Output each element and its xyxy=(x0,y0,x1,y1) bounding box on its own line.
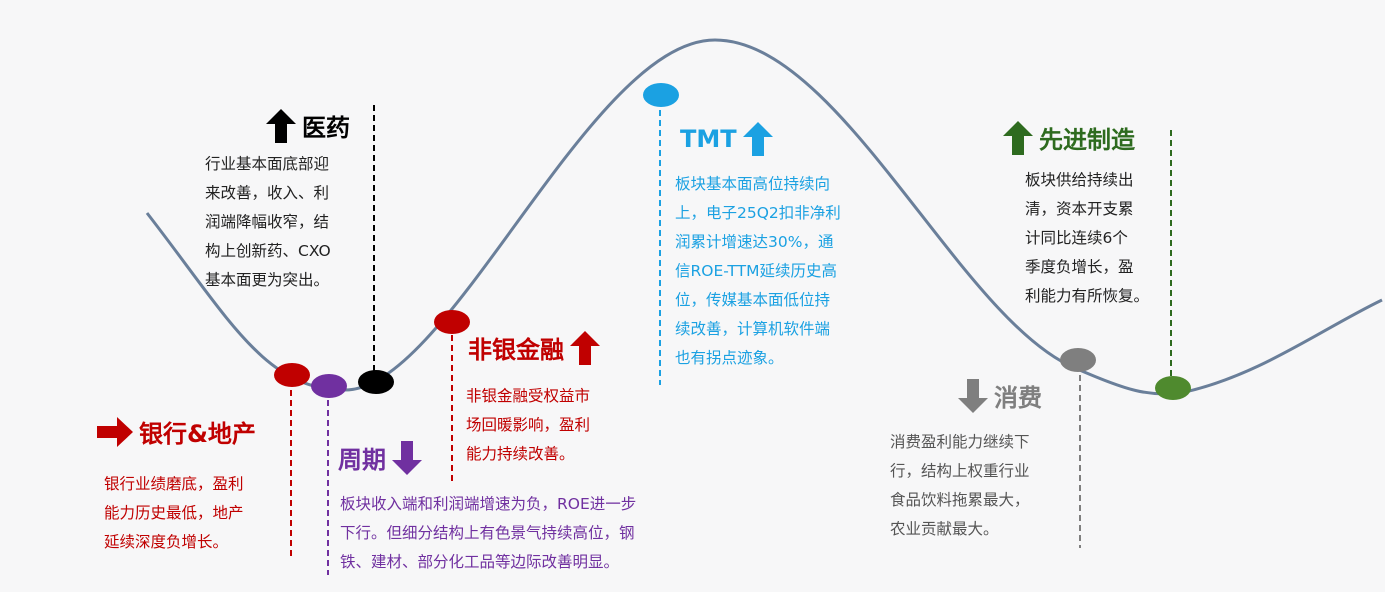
text-line: 银行业绩磨底，盈利 xyxy=(104,475,244,493)
consumer-label: 消费 xyxy=(994,384,1042,412)
cycle-label: 周期 xyxy=(338,446,386,474)
bank-dot xyxy=(274,363,310,387)
arrow-up-icon xyxy=(266,108,296,143)
mfg-title: 先进制造 xyxy=(1003,120,1135,155)
consumer-text: 消费盈利能力继续下 行，结构上权重行业 食品饮料拖累最大， 农业贡献最大。 xyxy=(890,428,1030,544)
bank-text: 银行业绩磨底，盈利 能力历史最低，地产 延续深度负增长。 xyxy=(104,470,244,557)
arrow-down-icon xyxy=(958,378,988,413)
text-line: 场回暖影响，盈利 xyxy=(466,416,591,434)
tmt-text: 板块基本面高位持续向 上，电子25Q2扣非净利 润累计增速达30%，通 信ROE… xyxy=(675,170,841,373)
cycle-title: 周期 xyxy=(338,440,422,475)
text-line: 基本面更为突出。 xyxy=(205,271,330,289)
text-line: 信ROE-TTM延续历史高 xyxy=(675,262,837,280)
pharma-title: 医药 xyxy=(266,108,350,143)
text-line: 行业基本面底部迎 xyxy=(205,155,330,173)
nonbank-text: 非银金融受权益市 场回暖影响，盈利 能力持续改善。 xyxy=(466,382,590,469)
tmt-dot xyxy=(643,83,679,107)
tmt-title: TMT xyxy=(680,122,773,156)
text-line: 构上创新药、CXO xyxy=(205,242,331,260)
text-line: 上，电子25Q2扣非净利 xyxy=(675,204,841,222)
text-line: 润端降幅收窄，结 xyxy=(205,213,330,231)
nonbank-title: 非银金融 xyxy=(468,330,600,365)
text-line: 延续深度负增长。 xyxy=(104,533,229,551)
nonbank-label: 非银金融 xyxy=(468,336,564,364)
text-line: 能力历史最低，地产 xyxy=(104,504,244,522)
consumer-title: 消费 xyxy=(958,378,1042,413)
text-line: 季度负增长，盈 xyxy=(1025,258,1134,276)
consumer-dot xyxy=(1060,348,1096,372)
text-line: 能力持续改善。 xyxy=(466,445,575,463)
text-line: 利能力有所恢复。 xyxy=(1025,287,1150,305)
text-line: 消费盈利能力继续下 xyxy=(890,433,1030,451)
text-line: 润累计增速达30%，通 xyxy=(675,233,834,251)
arrow-down-icon xyxy=(392,440,422,475)
tmt-label: TMT xyxy=(680,125,737,153)
bank-label: 银行&地产 xyxy=(139,420,256,448)
text-line: 食品饮料拖累最大， xyxy=(890,491,1030,509)
cycle-text: 板块收入端和利润端增速为负，ROE进一步 下行。但细分结构上有色景气持续高位，钢… xyxy=(340,490,636,577)
mfg-dot xyxy=(1155,376,1191,400)
cycle-dot xyxy=(311,374,347,398)
text-line: 也有拐点迹象。 xyxy=(675,349,784,367)
text-line: 板块供给持续出 xyxy=(1025,171,1134,189)
text-line: 续改善，计算机软件端 xyxy=(675,320,831,338)
text-line: 清，资本开支累 xyxy=(1025,200,1134,218)
pharma-dot xyxy=(358,370,394,394)
text-line: 行，结构上权重行业 xyxy=(890,462,1030,480)
text-line: 位，传媒基本面低位持 xyxy=(675,291,831,309)
bank-title: 银行&地产 xyxy=(97,414,256,449)
arrow-up-icon xyxy=(570,330,600,365)
text-line: 下行。但细分结构上有色景气持续高位，钢 xyxy=(340,524,635,542)
arrow-up-icon xyxy=(1003,120,1033,155)
text-line: 板块收入端和利润端增速为负，ROE进一步 xyxy=(340,495,637,513)
text-line: 计同比连续6个 xyxy=(1025,229,1128,247)
pharma-label: 医药 xyxy=(302,114,350,142)
text-line: 非银金融受权益市 xyxy=(466,387,591,405)
pharma-text: 行业基本面底部迎 来改善，收入、利 润端降幅收窄，结 构上创新药、CXO 基本面… xyxy=(205,150,331,295)
text-line: 农业贡献最大。 xyxy=(890,520,999,538)
arrow-right-icon xyxy=(97,416,133,447)
text-line: 来改善，收入、利 xyxy=(205,184,330,202)
mfg-text: 板块供给持续出 清，资本开支累 计同比连续6个 季度负增长，盈 利能力有所恢复。 xyxy=(1025,166,1149,311)
mfg-label: 先进制造 xyxy=(1039,126,1135,154)
nonbank-dot xyxy=(434,310,470,334)
arrow-up-icon xyxy=(742,122,773,156)
text-line: 板块基本面高位持续向 xyxy=(675,175,831,193)
text-line: 铁、建材、部分化工品等边际改善明显。 xyxy=(340,553,620,571)
